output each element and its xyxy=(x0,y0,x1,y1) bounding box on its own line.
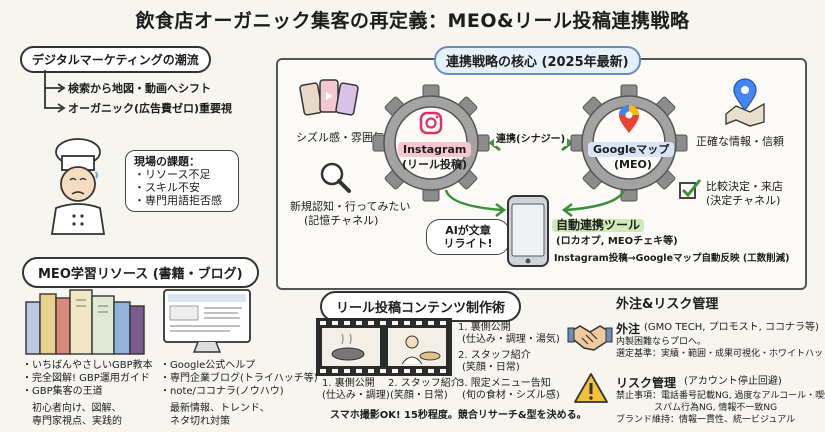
risk-label: リスク管理 xyxy=(616,376,677,390)
reel-caption-1-sub: (仕込み・調理) xyxy=(322,390,390,401)
reel-caption-1: 1. 裏側公開 xyxy=(322,378,375,389)
web-note-2: ネタ切れ対策 xyxy=(170,416,230,427)
book-item-2: ・完全図解! GBP運用ガイド xyxy=(22,373,150,384)
trend-connector xyxy=(44,70,66,113)
synergy-label: 連携(シナジー) xyxy=(494,134,568,146)
reel-caption-2: 2. スタッフ紹介 xyxy=(388,378,461,389)
checkbox-icon xyxy=(679,179,702,199)
page-title: 飲食店オーガニック集客の再定義：MEO&リール投稿連携戦略 xyxy=(135,10,690,32)
core-strategy-heading: 連携戦略の核心 (2025年最新) xyxy=(434,46,641,75)
google-maps-sublabel: (MEO) xyxy=(614,158,652,171)
issue-item-3: ・専門用語拒否感 xyxy=(134,194,222,207)
web-item-2: ・専門企業ブログ(トライハッチ等) xyxy=(160,373,318,384)
books-note-1: 初心者向け、図解、 xyxy=(32,403,122,414)
books-note-2: 専門家視点、実践的 xyxy=(32,416,122,427)
instagram-sublabel: (リール投稿) xyxy=(402,158,468,171)
digital-trend-heading: デジタルマーケティングの潮流 xyxy=(20,46,211,73)
trend-item-1: 検索から地図・動画へシフト xyxy=(68,82,211,95)
film-strip-icon xyxy=(316,318,452,376)
auto-tool-label: 自動連携ツール xyxy=(552,219,645,232)
monitor-icon xyxy=(163,289,251,353)
books-icon xyxy=(25,289,145,355)
reel-caption-2-sub: (笑顔・日常) xyxy=(390,390,448,401)
ai-rewrite-line-1: AIが文章 xyxy=(445,224,491,237)
accurate-info-label: 正確な情報・信頼 xyxy=(696,135,784,148)
magnifier-icon xyxy=(320,162,351,193)
reel-production-heading: リール投稿コンテンツ制作術 xyxy=(320,291,522,322)
meo-resources-heading: MEO学習リソース (書籍・ブログ) xyxy=(22,257,259,288)
google-maps-label: Googleマップ xyxy=(588,142,675,157)
awareness-label-1: 新規認知・行ってみたい xyxy=(290,200,411,213)
risk-line-2: スパム行為NG, 情報不一致NG xyxy=(654,403,778,413)
outsource-label: 外注 xyxy=(616,322,641,336)
auto-tool-note: Instagram投稿→Googleマップ自動反映 (工数削減) xyxy=(554,253,790,264)
reel-tip: スマホ撮影OK! 15秒程度。競合リサーチ&型を決める。 xyxy=(330,410,587,421)
reel-step-1-sub: (仕込み・調理・湯気) xyxy=(462,334,560,345)
sizzle-label: シズル感・雰囲気 xyxy=(296,131,384,144)
reel-step-3-sub: (旬の食材・シズル感) xyxy=(462,390,560,401)
book-item-3: ・GBP集客の王道 xyxy=(22,386,103,397)
decision-label-1: 比較決定・来店 xyxy=(706,180,783,193)
risk-line-3: ブランド維持：情報一貫性、統一ビジュアル xyxy=(616,415,796,425)
outsource-vendors: (GMO TECH, プロモスト, ココナラ等) xyxy=(644,322,819,333)
awareness-label-2: (記憶チャネル) xyxy=(304,214,379,227)
ai-rewrite-line-2: リライト! xyxy=(443,237,493,250)
warning-icon xyxy=(574,373,608,403)
reel-photos-icon xyxy=(299,79,359,116)
issues-bubble: 現場の課題： ・リソース不足 ・スキル不安 ・専門用語拒否感 xyxy=(125,150,239,212)
decision-label-2: (決定チャネル) xyxy=(706,194,781,207)
issue-item-2: ・スキル不安 xyxy=(134,181,200,194)
book-item-1: ・いちばんやさしいGBP教本 xyxy=(22,360,153,371)
risk-section-heading: 外注&リスク管理 xyxy=(616,297,719,312)
smartphone-icon xyxy=(507,195,549,267)
issue-item-1: ・リソース不足 xyxy=(134,168,211,181)
web-item-1: ・Google公式ヘルプ xyxy=(160,360,256,371)
reel-step-2: 2. スタッフ紹介 xyxy=(458,350,531,361)
reel-step-2-sub: (笑顔・日常) xyxy=(462,362,520,373)
outsource-line-2: 選定基準：実績・範囲・成果可視化・ホワイトハット。 xyxy=(616,349,825,359)
issues-heading: 現場の課題： xyxy=(134,155,200,168)
handshake-icon xyxy=(567,325,613,351)
risk-sublabel: (アカウント停止回避) xyxy=(684,376,782,387)
instagram-label: Instagram xyxy=(398,142,472,157)
flow-arrows-icon xyxy=(444,189,626,217)
worried-chef-icon xyxy=(50,138,106,235)
map-pin-icon xyxy=(725,78,765,127)
risk-line-1: 禁止事項：電話番号記載NG, 過度なアルコール・喫煙NG, xyxy=(616,391,825,401)
reel-step-3: 3. 限定メニュー告知 xyxy=(458,378,551,389)
trend-item-2: オーガニック(広告費ゼロ)重要視 xyxy=(68,102,233,115)
reel-step-1: 1. 裏側公開 xyxy=(458,322,511,333)
web-note-1: 最新情報、トレンド、 xyxy=(170,403,270,414)
web-item-3: ・note/ココナラ(ノウハウ) xyxy=(160,386,284,397)
ai-rewrite-bubble: AIが文章 リライト! xyxy=(426,219,510,255)
outsource-line-1: 内製困難ならプロへ。 xyxy=(616,337,707,347)
auto-tool-sublabel: (ロカオプ, MEOチェキ等) xyxy=(556,236,678,247)
